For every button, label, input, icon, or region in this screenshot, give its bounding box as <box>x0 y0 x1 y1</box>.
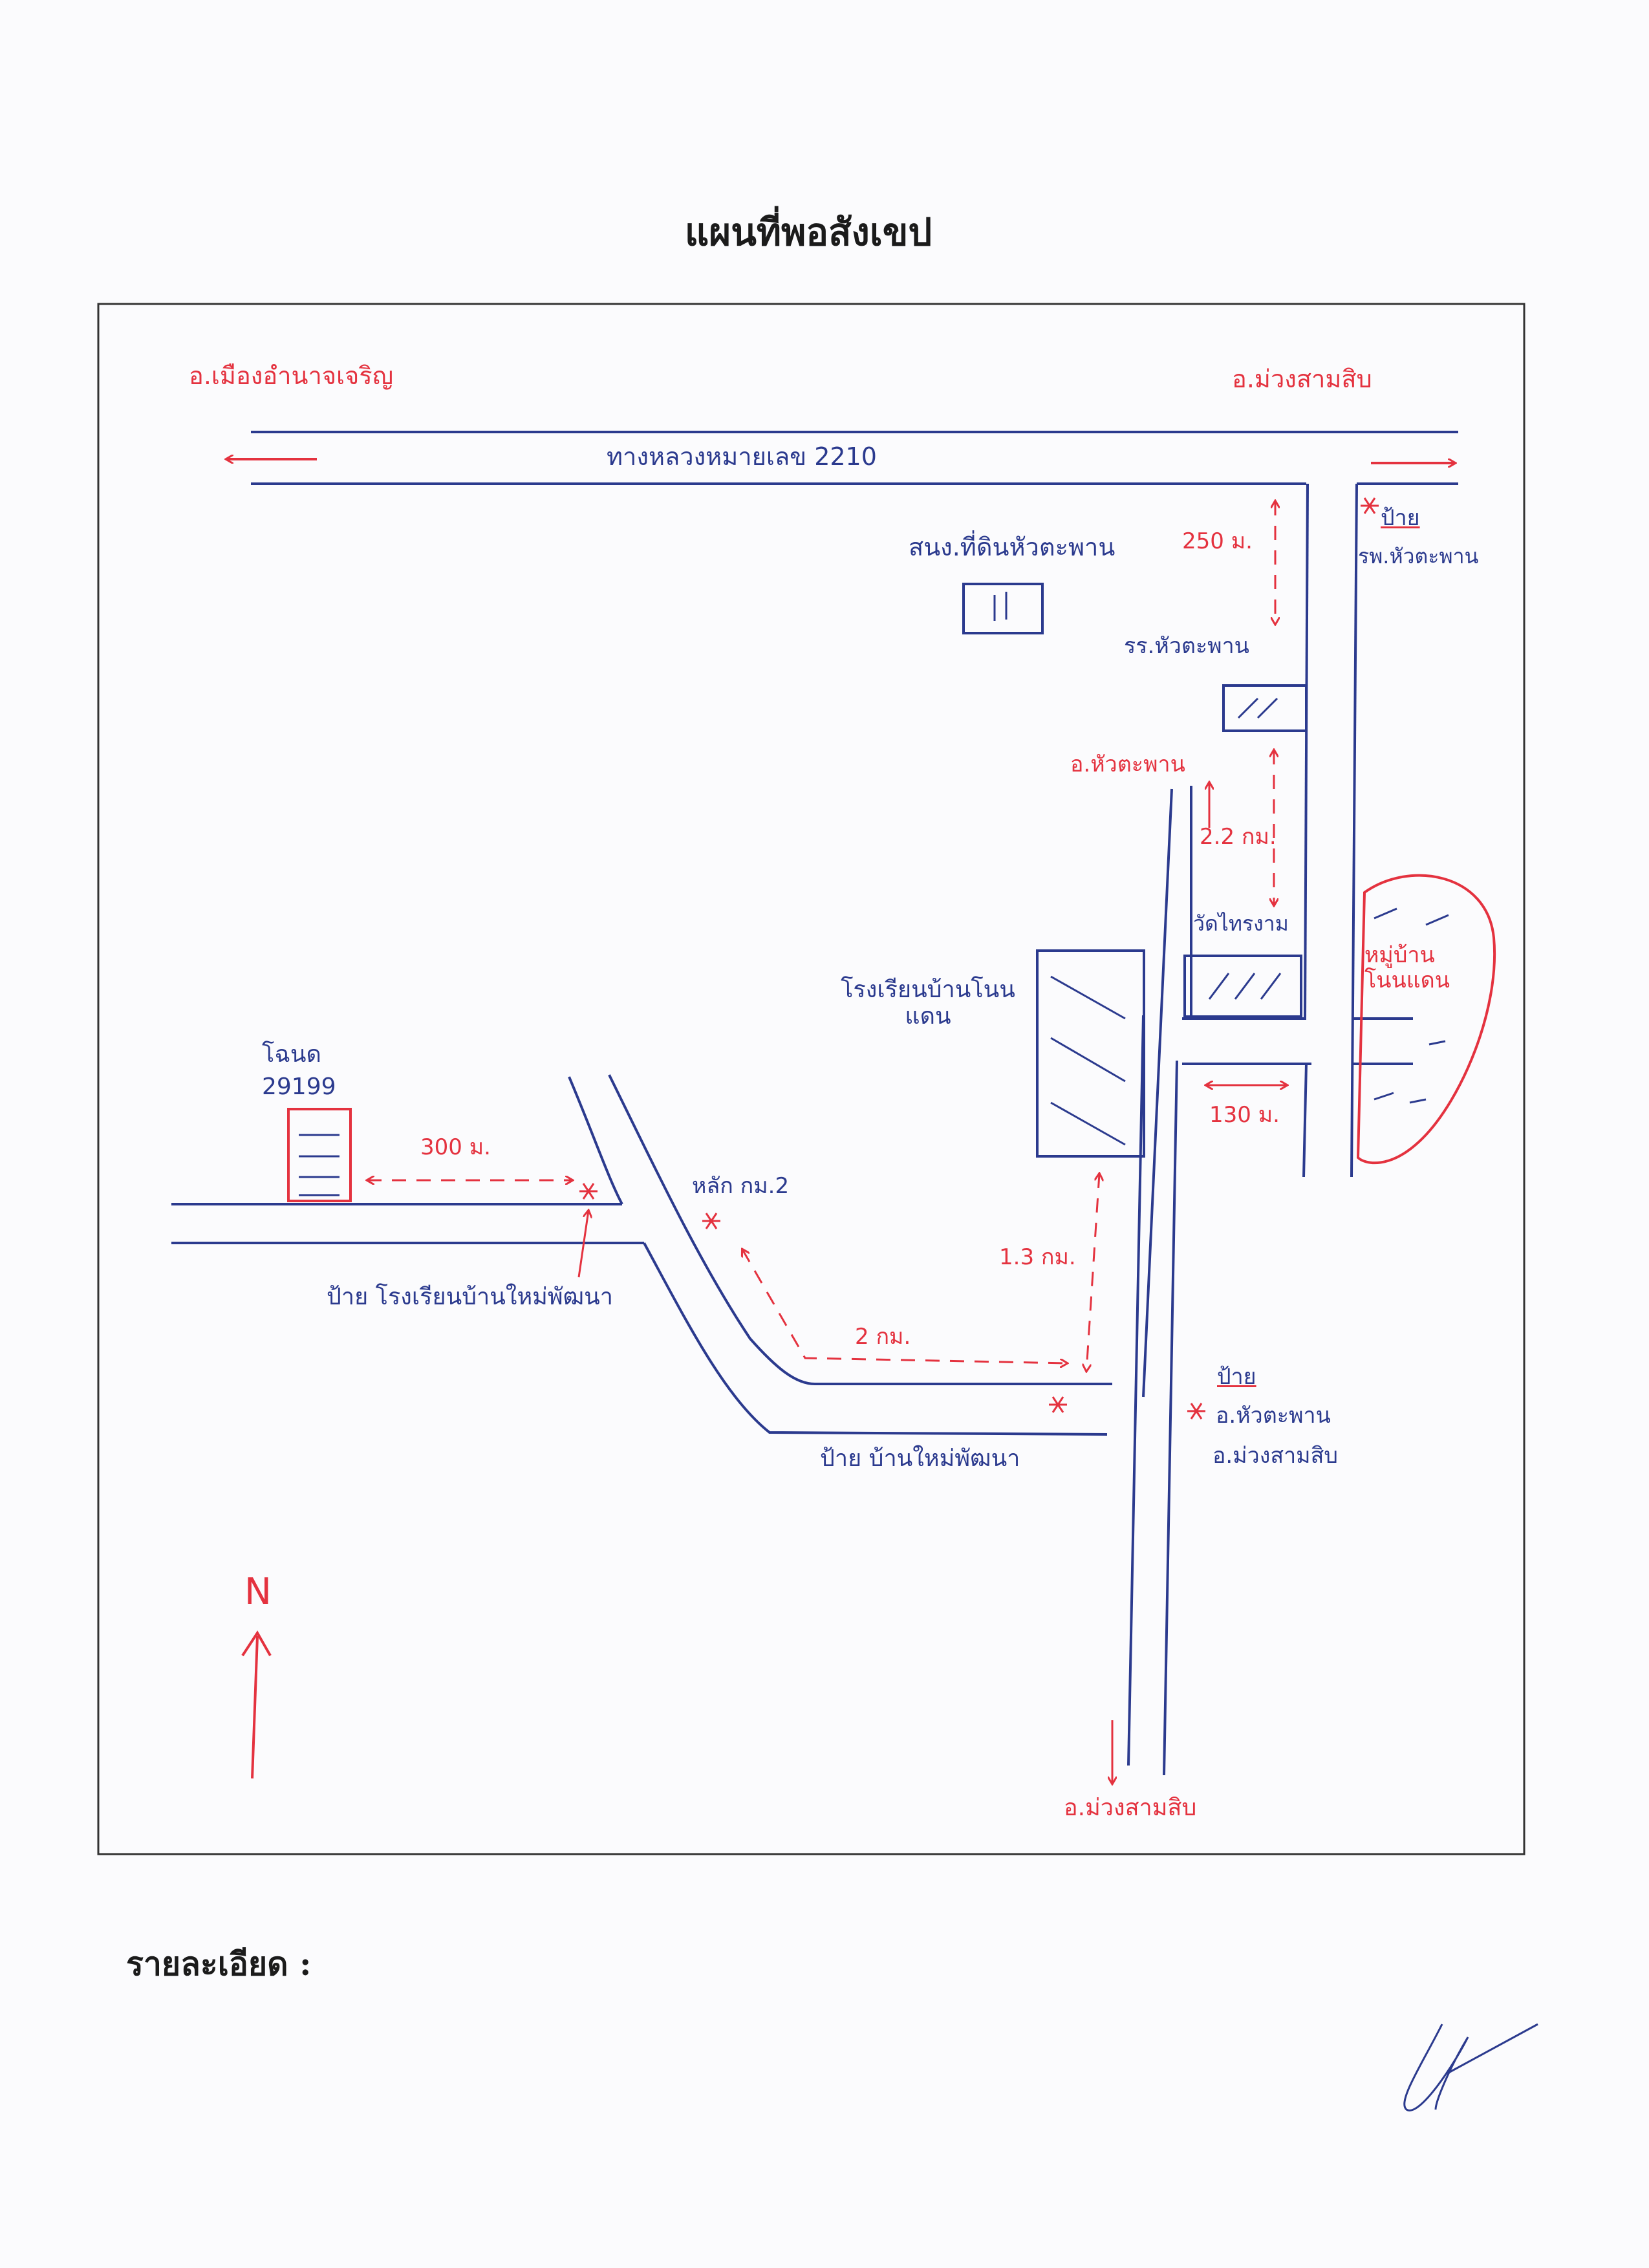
school-mid-building <box>1036 949 1145 1158</box>
village-area <box>1356 874 1496 1165</box>
plot-29199 <box>287 1108 352 1202</box>
label-top-right-district: อ.ม่วงสามสิบ <box>1232 365 1372 393</box>
label-land-office: สนง.ที่ดินหัวตะพาน <box>909 533 1116 561</box>
temple-building <box>1183 955 1302 1018</box>
label-distance-1-3km: 1.3 กม. <box>999 1244 1076 1270</box>
label-sign-right-line2: อ.ม่วงสามสิบ <box>1212 1443 1338 1469</box>
label-sign-hospital: ป้าย <box>1381 505 1420 531</box>
label-hospital: รพ.หัวตะพาน <box>1358 544 1479 568</box>
label-top-left-district: อ.เมืองอำนาจเจริญ <box>189 362 394 390</box>
map-title: แผนที่พอสังเขป <box>684 210 932 254</box>
details-label: รายละเอียด : <box>126 1945 312 1983</box>
label-distance-250: 250 ม. <box>1182 528 1253 554</box>
label-distance-300: 300 ม. <box>420 1134 491 1160</box>
land-office-building <box>962 583 1044 634</box>
label-sign-village: ป้าย บ้านใหม่พัฒนา <box>820 1445 1020 1472</box>
label-sign-right-title: ป้าย <box>1217 1364 1256 1390</box>
label-sign-right-line1: อ.หัวตะพาน <box>1216 1403 1331 1429</box>
north-south-road <box>1127 483 1413 1776</box>
label-sign-school: ป้าย โรงเรียนบ้านใหม่พัฒนา <box>327 1284 613 1310</box>
label-temple: วัดไทรงาม <box>1193 911 1289 936</box>
highway-road <box>251 431 1458 485</box>
north-arrow <box>241 1630 272 1779</box>
label-plot-title: โฉนด <box>262 1041 321 1068</box>
label-north: N <box>244 1571 272 1613</box>
sign-markers <box>579 497 1379 1420</box>
label-school-top: รร.หัวตะพาน <box>1124 633 1249 659</box>
label-highway: ทางหลวงหมายเลข 2210 <box>607 442 877 471</box>
label-to-hua-taphan: อ.หัวตะพาน <box>1070 751 1185 777</box>
label-distance-2km: 2 กม. <box>855 1324 911 1350</box>
label-plot-number: 29199 <box>262 1074 336 1100</box>
map-frame <box>97 303 1525 1855</box>
label-school-mid: โรงเรียนบ้านโนนแดน <box>841 977 1015 1030</box>
label-distance-130: 130 ม. <box>1209 1102 1280 1128</box>
direction-arrows <box>226 459 1455 463</box>
school-top-building <box>1222 684 1308 732</box>
label-distance-2-2km: 2.2 กม. <box>1200 824 1277 850</box>
signature <box>1403 2023 1538 2111</box>
plot-road <box>171 1074 1112 1436</box>
distance-arrows <box>367 501 1287 1784</box>
label-bottom-district: อ.ม่วงสามสิบ <box>1064 1795 1197 1821</box>
label-km-post: หลัก กม.2 <box>692 1173 790 1199</box>
label-village: หมู่บ้านโนนแดน <box>1364 942 1450 994</box>
